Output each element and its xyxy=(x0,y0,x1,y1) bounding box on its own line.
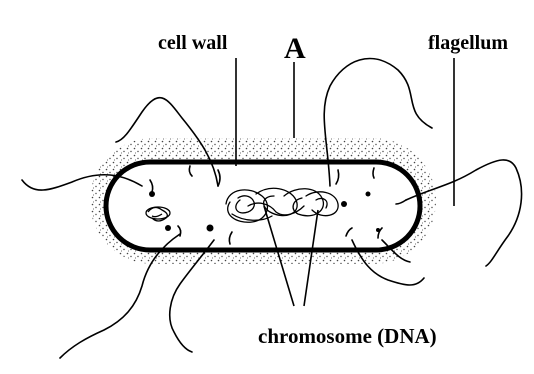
granule xyxy=(165,225,171,231)
granule xyxy=(207,225,214,232)
flagellum-label: flagellum xyxy=(428,33,508,53)
letter-a-label: A xyxy=(284,34,306,64)
cell-wall-label: cell wall xyxy=(158,33,227,53)
granule xyxy=(341,201,347,207)
granule xyxy=(366,192,371,197)
chromosome-label: chromosome (DNA) xyxy=(258,326,437,347)
granule xyxy=(376,228,380,232)
granule xyxy=(149,191,155,197)
